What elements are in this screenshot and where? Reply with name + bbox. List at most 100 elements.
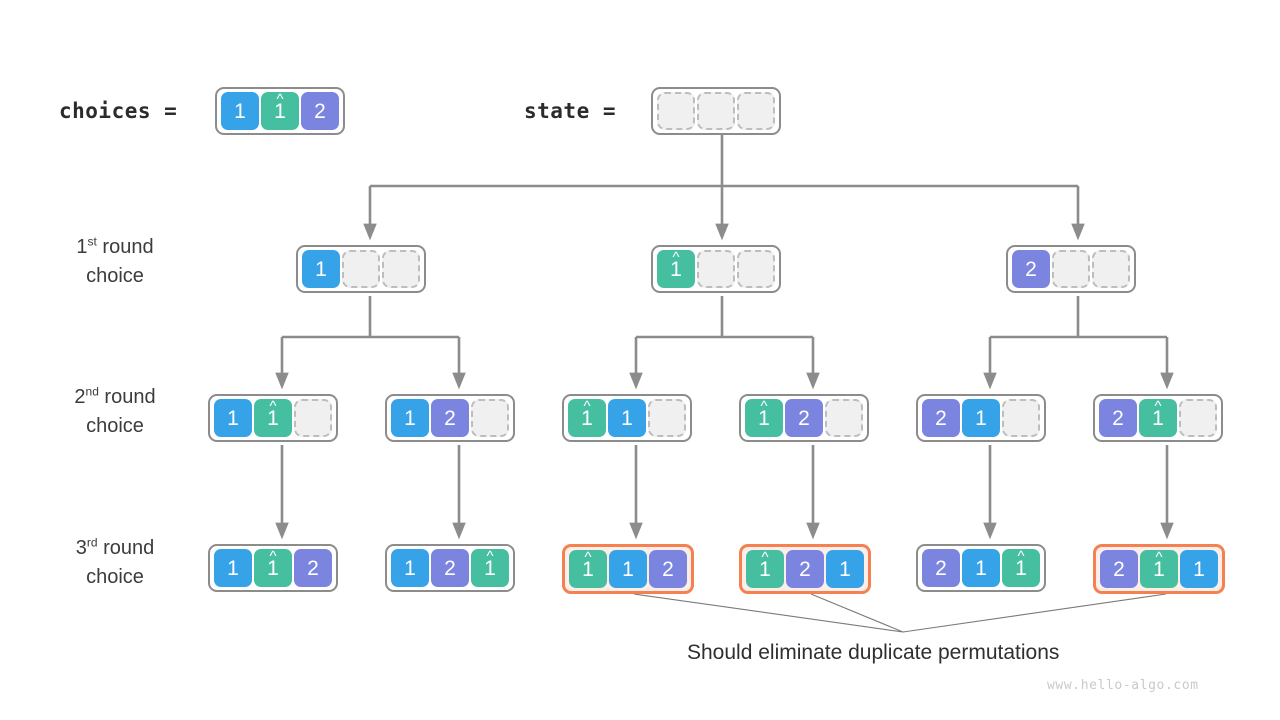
- cell-empty: [1179, 399, 1217, 437]
- cell-value: 2: [662, 557, 674, 581]
- cell-empty: [471, 399, 509, 437]
- state-label: state =: [524, 99, 617, 123]
- cell-empty: [648, 399, 686, 437]
- cell-value: 1: [975, 406, 987, 430]
- cell-2: 2: [1099, 399, 1137, 437]
- state-array-node: 1 1^: [208, 394, 338, 442]
- cell-empty: [294, 399, 332, 437]
- cell-value: 1: [839, 557, 851, 581]
- cell-empty: [737, 92, 775, 130]
- cell-value: 1^: [581, 397, 593, 430]
- cell-2: 2: [785, 399, 823, 437]
- round-label-3: 3rd round choice: [40, 534, 190, 592]
- round-label-1: 1st round choice: [40, 233, 190, 291]
- duplicate-hat-icon: ^: [761, 548, 769, 566]
- cell-empty: [342, 250, 380, 288]
- cell-empty: [382, 250, 420, 288]
- cell-value: 1: [315, 257, 327, 281]
- cell-2: 2: [431, 399, 469, 437]
- cell-value: 2: [1113, 557, 1125, 581]
- caption-text: Should eliminate duplicate permutations: [687, 641, 1060, 664]
- cell-empty: [697, 92, 735, 130]
- cell-value: 1: [234, 99, 246, 123]
- cell-empty: [657, 92, 695, 130]
- cell-value: 1: [404, 556, 416, 580]
- state-array-node: 1: [296, 245, 426, 293]
- cell-1: 1: [609, 550, 647, 588]
- duplicate-hat-icon: ^: [1017, 547, 1025, 565]
- cell-value: 2: [444, 406, 456, 430]
- duplicate-hat-icon: ^: [1154, 397, 1162, 415]
- state-array-node: 2: [1006, 245, 1136, 293]
- cell-2: 2: [1012, 250, 1050, 288]
- cell-hat-1: 1^: [254, 399, 292, 437]
- cell-value: 1^: [1153, 548, 1165, 581]
- cell-hat-1: 1^: [569, 550, 607, 588]
- cell-hat-1: 1^: [1140, 550, 1178, 588]
- cell-empty: [697, 250, 735, 288]
- cell-value: 2: [1025, 257, 1037, 281]
- state-array-node: 2 1 1^: [916, 544, 1046, 592]
- state-array-node: 1^ 1 2: [562, 544, 694, 594]
- cell-1: 1: [214, 399, 252, 437]
- cell-value: 2: [935, 406, 947, 430]
- cell-1: 1: [962, 549, 1000, 587]
- watermark: www.hello-algo.com: [1047, 678, 1199, 693]
- round-1-line2: choice: [86, 265, 144, 287]
- cell-1: 1: [214, 549, 252, 587]
- cell-hat-1: 1^: [745, 399, 783, 437]
- cell-value: 1: [621, 406, 633, 430]
- cell-value: 1^: [484, 547, 496, 580]
- cell-2: 2: [786, 550, 824, 588]
- cell-value: 1^: [1015, 547, 1027, 580]
- cell-value: 1: [975, 556, 987, 580]
- cell-value: 1: [622, 557, 634, 581]
- duplicate-hat-icon: ^: [269, 547, 277, 565]
- cell-2: 2: [922, 399, 960, 437]
- cell-2: 2: [1100, 550, 1138, 588]
- cell-value: 1^: [670, 248, 682, 281]
- round-3-line2: choice: [86, 566, 144, 588]
- cell-hat-1: 1^: [746, 550, 784, 588]
- state-array-node: 1 1^ 2: [208, 544, 338, 592]
- cell-value: 2: [444, 556, 456, 580]
- round-2-line1: 2nd round: [74, 384, 156, 408]
- duplicate-hat-icon: ^: [583, 397, 591, 415]
- cell-value: 1: [227, 406, 239, 430]
- cell-empty: [1052, 250, 1090, 288]
- cell-2: 2: [294, 549, 332, 587]
- cell-2: 2: [301, 92, 339, 130]
- cell-value: 1: [1193, 557, 1205, 581]
- cell-value: 2: [1112, 406, 1124, 430]
- cell-1: 1: [391, 549, 429, 587]
- cell-hat-1: 1^: [1002, 549, 1040, 587]
- round-label-2: 2nd round choice: [40, 383, 190, 441]
- cell-hat-1: 1^: [254, 549, 292, 587]
- round-3-line1: 3rd round: [75, 535, 155, 559]
- caption-leader-lines: [633, 593, 1167, 633]
- cell-value: 2: [935, 556, 947, 580]
- cell-2: 2: [922, 549, 960, 587]
- cell-value: 1^: [267, 547, 279, 580]
- cell-value: 2: [314, 99, 326, 123]
- cell-1: 1: [962, 399, 1000, 437]
- cell-value: 2: [798, 406, 810, 430]
- cell-value: 1^: [267, 397, 279, 430]
- duplicate-hat-icon: ^: [584, 548, 592, 566]
- cell-1: 1: [608, 399, 646, 437]
- duplicate-hat-icon: ^: [276, 90, 284, 108]
- cell-value: 2: [307, 556, 319, 580]
- state-array-node: 1 2 1^: [385, 544, 515, 592]
- duplicate-hat-icon: ^: [486, 547, 494, 565]
- cell-1: 1: [826, 550, 864, 588]
- cell-1: 1: [1180, 550, 1218, 588]
- cell-2: 2: [649, 550, 687, 588]
- cell-value: 1^: [582, 548, 594, 581]
- state-array-node: 1^ 2: [739, 394, 869, 442]
